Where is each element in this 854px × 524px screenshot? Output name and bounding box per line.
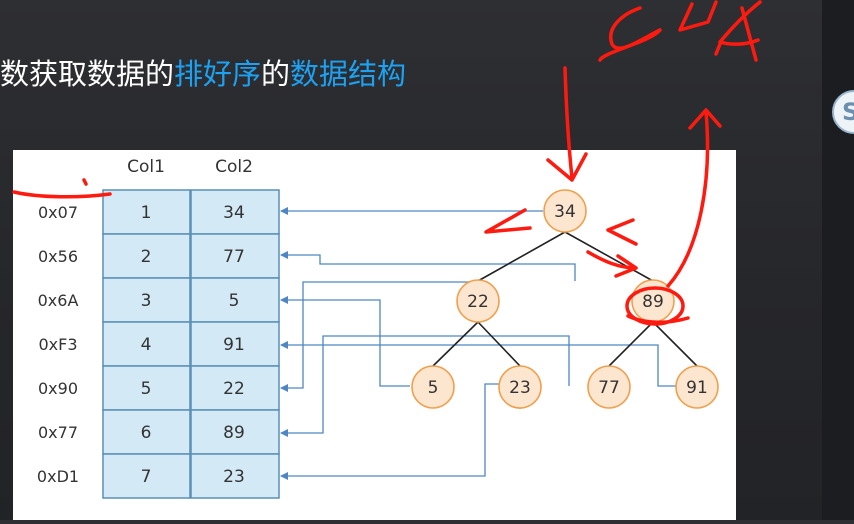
cell-value-col2: 23 [223, 467, 245, 487]
table-grid [102, 189, 280, 499]
cell-value-col2: 77 [223, 247, 245, 267]
tree-node-label: 77 [598, 378, 620, 398]
row-address: 0x07 [38, 203, 78, 222]
tree-edge [477, 231, 566, 282]
ink-scribble-mark [718, 0, 762, 46]
row-address: 0x56 [38, 247, 78, 266]
tree-edge [652, 321, 698, 367]
row-address: 0x77 [38, 423, 78, 442]
cell-value-col1: 2 [141, 247, 152, 267]
cell-value-col1: 4 [141, 335, 152, 355]
diagram-panel: Col1 Col2 0x07 0x56 0x6A 0xF3 0x90 0x77 … [13, 150, 736, 520]
cell-r2-col1 [102, 233, 191, 279]
tree-node [675, 365, 719, 409]
col2-header: Col2 [215, 157, 253, 177]
ink-scribble-mark [714, 42, 722, 56]
title-highlight-sorted: 排好序 [174, 57, 262, 91]
cell-value-col2: 91 [223, 335, 245, 355]
cell-value-col1: 7 [141, 467, 152, 487]
cell-value-col1: 3 [141, 291, 152, 311]
pointer-arrow [280, 296, 410, 387]
cell-r5-col2 [190, 365, 280, 411]
tree-edge [432, 321, 479, 367]
tree-node [543, 189, 587, 233]
ink-scribble-mark [678, 0, 718, 32]
pointer-arrows [280, 207, 676, 480]
ink-scribble-mark [740, 6, 758, 62]
tree-nodes [411, 189, 719, 409]
cell-values: 1 34 2 77 3 5 4 91 5 22 6 89 7 23 [141, 203, 245, 487]
pointer-arrow [280, 251, 576, 281]
cell-r7-col1 [102, 453, 191, 499]
tree-node-label: 91 [686, 378, 708, 398]
tree-node [498, 365, 542, 409]
cell-r5-col1 [102, 365, 191, 411]
cell-value-col1: 5 [141, 379, 152, 399]
tree-edge [477, 321, 521, 367]
cell-value-col1: 6 [141, 423, 152, 443]
cell-value-col1: 1 [141, 203, 152, 223]
tree-node [587, 365, 631, 409]
ink-up-arrow-head [688, 108, 722, 130]
tree-node-label: 22 [467, 292, 489, 312]
cell-r3-col1 [102, 277, 191, 323]
cell-r7-col2 [190, 453, 280, 499]
tree-node-label: 89 [642, 292, 664, 312]
cell-value-col2: 5 [229, 291, 240, 311]
row-address: 0x6A [38, 291, 79, 310]
cell-value-col2: 34 [223, 203, 245, 223]
tree-edge [608, 321, 654, 367]
tree-node-label: 23 [509, 378, 531, 398]
tree-edge [564, 231, 654, 282]
cell-r4-col1 [102, 321, 191, 367]
title-middle: 的 [261, 57, 291, 91]
row-address: 0xD1 [37, 467, 79, 486]
row-address: 0xF3 [38, 335, 77, 354]
pointer-arrow [280, 383, 521, 480]
right-side-strip [822, 0, 854, 520]
cell-r6-col1 [102, 409, 191, 455]
side-button-glyph-icon: S [842, 98, 854, 126]
tree-node-label: 5 [428, 378, 439, 398]
title-prefix: 数获取数据的 [0, 57, 175, 91]
tree-node [456, 279, 500, 323]
tree-node [411, 365, 455, 409]
cell-r1-col1 [102, 189, 191, 235]
title-highlight-data-structure: 数据结构 [290, 57, 407, 91]
pointer-arrow [280, 335, 570, 437]
pointer-arrow [280, 341, 676, 387]
ink-scribble-mark [598, 6, 662, 62]
cell-value-col2: 89 [223, 423, 245, 443]
col1-header: Col1 [127, 157, 165, 177]
tree-node-label: 34 [554, 202, 576, 222]
cell-value-col2: 22 [223, 379, 245, 399]
row-address: 0x90 [38, 379, 78, 398]
diagram-svg: Col1 Col2 0x07 0x56 0x6A 0xF3 0x90 0x77 … [37, 157, 719, 499]
row-addresses: 0x07 0x56 0x6A 0xF3 0x90 0x77 0xD1 [37, 203, 79, 486]
slide-title: 数获取数据的排好序的数据结构 [0, 52, 406, 96]
